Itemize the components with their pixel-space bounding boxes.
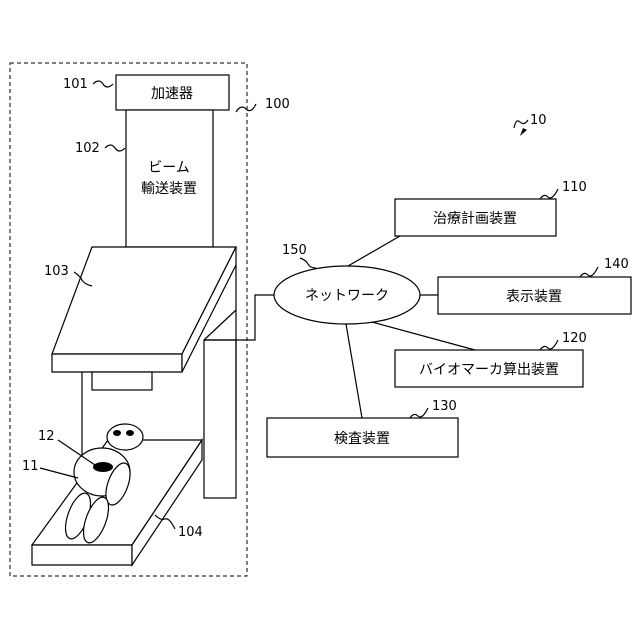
- leader-110: [540, 189, 558, 199]
- ref-150: 150: [282, 243, 307, 258]
- planning-link: [348, 236, 400, 266]
- ref-11: 11: [22, 459, 39, 474]
- leader-11: [40, 468, 78, 478]
- ref-102: 102: [75, 141, 100, 156]
- support-column: [204, 340, 236, 498]
- inspection-label: 検査装置: [334, 431, 390, 447]
- ref-120: 120: [562, 331, 587, 346]
- treatment-planning-label: 治療計画装置: [433, 210, 517, 227]
- beam-transport-label-2: 輸送装置: [141, 181, 197, 197]
- gantry-nozzle: [92, 372, 152, 390]
- biomarker-link: [372, 322, 475, 350]
- display-label: 表示装置: [506, 289, 562, 305]
- gantry-front: [52, 354, 182, 372]
- patient-eye-left: [113, 430, 121, 436]
- patient-head: [107, 424, 143, 450]
- ref-10: 10: [530, 113, 547, 128]
- ref-130: 130: [432, 399, 457, 414]
- network-label: ネットワーク: [305, 288, 389, 304]
- biomarker-label: バイオマーカ算出装置: [419, 362, 559, 378]
- ref-103: 103: [44, 264, 69, 279]
- beam-transport-box: [126, 110, 213, 247]
- ref-110: 110: [562, 180, 587, 195]
- leader-102: [105, 145, 125, 151]
- ref-140: 140: [604, 257, 629, 272]
- beam-transport-label-1: ビーム: [148, 160, 190, 176]
- leader-150: [300, 258, 316, 268]
- leader-120: [540, 340, 558, 350]
- ref-12: 12: [38, 429, 55, 444]
- leader-100: [236, 104, 256, 112]
- arrow-10: [520, 128, 527, 136]
- leader-140: [580, 267, 598, 277]
- ref-104: 104: [178, 525, 203, 540]
- leader-130: [410, 408, 428, 418]
- ref-101: 101: [63, 77, 88, 92]
- ref-100: 100: [265, 97, 290, 112]
- tumor-mark: [93, 462, 113, 472]
- leader-10: [514, 120, 528, 128]
- couch-front: [32, 545, 132, 565]
- accelerator-label: 加速器: [151, 86, 193, 102]
- leader-101: [93, 81, 113, 87]
- patient-eye-right: [126, 430, 134, 436]
- inspection-link: [346, 324, 362, 418]
